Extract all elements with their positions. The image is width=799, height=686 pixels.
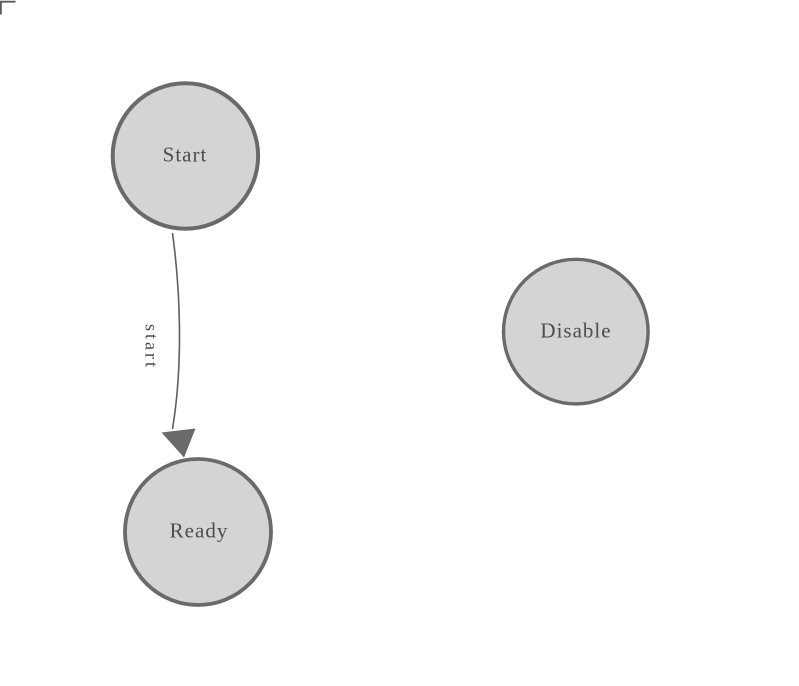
state-label-ready: Ready [169, 518, 229, 543]
state-label-start: Start [162, 142, 208, 167]
transition-label-start: start [141, 324, 162, 370]
canvas-corner-mark-icon [0, 0, 16, 15]
state-node-disable[interactable] [501, 257, 650, 406]
arrowhead-icon [161, 428, 196, 458]
transition-edge-start-to-ready[interactable] [171, 232, 181, 430]
state-node-start[interactable] [110, 81, 261, 231]
state-label-disable: Disable [540, 318, 612, 343]
state-node-ready[interactable] [123, 457, 273, 607]
